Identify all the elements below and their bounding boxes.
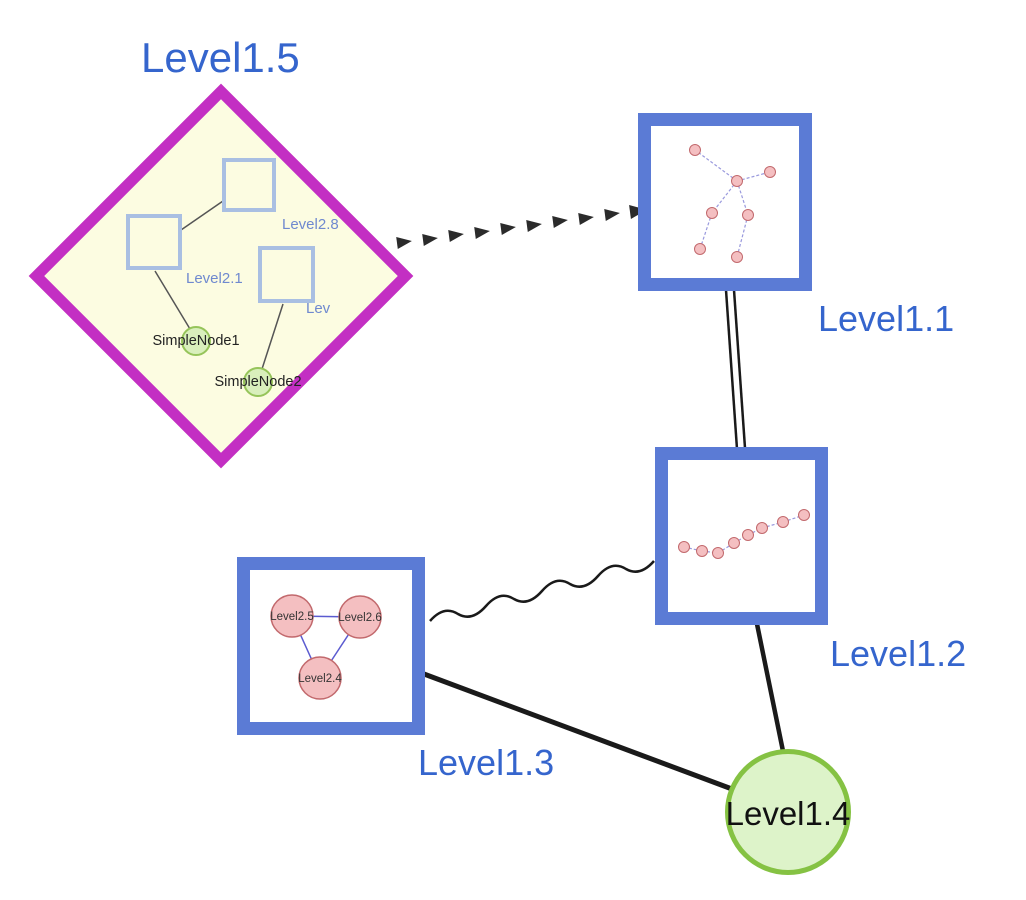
- edge-level13-level12-wavy: [429, 560, 655, 622]
- edge-level13-level14-solid: [423, 671, 741, 795]
- node-level1-4-label: Level1.4: [725, 795, 851, 832]
- node-lev-label: Lev: [306, 300, 331, 317]
- node-level2-1-label: Level2.1: [186, 270, 243, 287]
- node-level1-2-label: Level1.2: [830, 633, 967, 674]
- node-level1-4[interactable]: [725, 749, 851, 875]
- edge-level11-level12-double: [724, 289, 747, 450]
- node-simplenode1[interactable]: [181, 326, 211, 356]
- node-simplenode2-label: SimpleNode2: [214, 374, 302, 390]
- node-level2-1[interactable]: [126, 214, 182, 270]
- node-level1-3-label: Level1.3: [418, 742, 555, 783]
- edge-level12-level14-solid: [754, 623, 787, 757]
- node-level1-3[interactable]: [237, 557, 425, 735]
- node-level2-8-label: Level2.8: [282, 216, 339, 233]
- node-level1-1-label: Level1.1: [818, 298, 955, 339]
- edge-level15-level11-dashed-arrow: [396, 205, 647, 249]
- node-level1-1[interactable]: [638, 113, 812, 291]
- node-simplenode2[interactable]: [243, 367, 273, 397]
- node-level2-8[interactable]: [222, 158, 276, 212]
- node-simplenode1-label: SimpleNode1: [152, 333, 240, 349]
- node-lev[interactable]: [258, 246, 315, 303]
- node-level1-5-label: Level1.5: [141, 34, 300, 81]
- node-level1-2[interactable]: [655, 447, 828, 625]
